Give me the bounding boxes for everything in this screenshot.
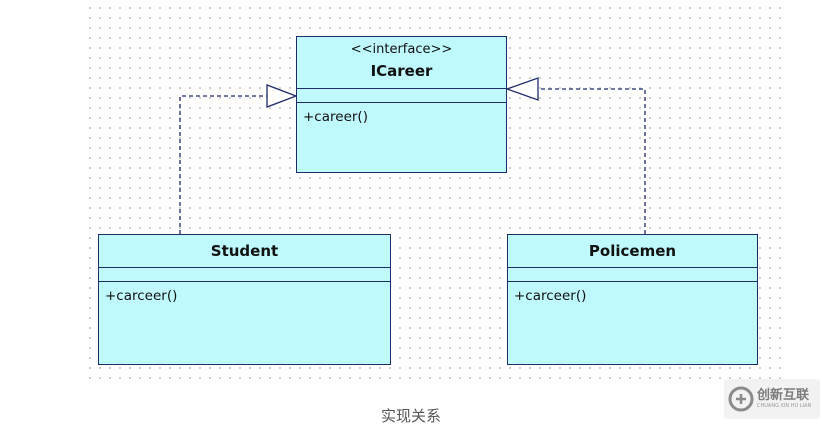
- figure-caption: 实现关系: [380, 407, 441, 425]
- operation: +carceer(): [105, 288, 178, 304]
- watermark-text: 创新互联 CHUANG XIN HU LIAN: [757, 388, 812, 410]
- attributes-separator: [99, 267, 390, 268]
- operations-separator: [297, 102, 506, 103]
- realization-arrowhead-right: [505, 77, 539, 101]
- operation: +career(): [303, 109, 368, 125]
- operation: +carceer(): [514, 288, 587, 304]
- logo-icon: [728, 386, 754, 412]
- operations-separator: [508, 281, 757, 282]
- watermark-logo: 创新互联 CHUANG XIN HU LIAN: [724, 379, 820, 419]
- class-name: Student: [210, 242, 279, 260]
- attributes-separator: [297, 88, 506, 89]
- realization-line-student: [179, 95, 267, 234]
- operations-separator: [99, 281, 390, 282]
- watermark-text-cn: 创新互联: [757, 388, 810, 403]
- realization-line-policemen: [538, 88, 646, 234]
- interface-name: ICareer: [370, 62, 433, 80]
- realization-arrowhead-left: [266, 84, 298, 108]
- watermark-text-en: CHUANG XIN HU LIAN: [757, 403, 812, 409]
- class-name: Policemen: [588, 242, 677, 260]
- attributes-separator: [508, 267, 757, 268]
- interface-box-icareer: <<interface>> ICareer +career(): [296, 36, 507, 173]
- interface-stereotype: <<interface>>: [350, 42, 453, 57]
- class-box-student: Student +carceer(): [98, 234, 391, 365]
- class-box-policemen: Policemen +carceer(): [507, 234, 758, 365]
